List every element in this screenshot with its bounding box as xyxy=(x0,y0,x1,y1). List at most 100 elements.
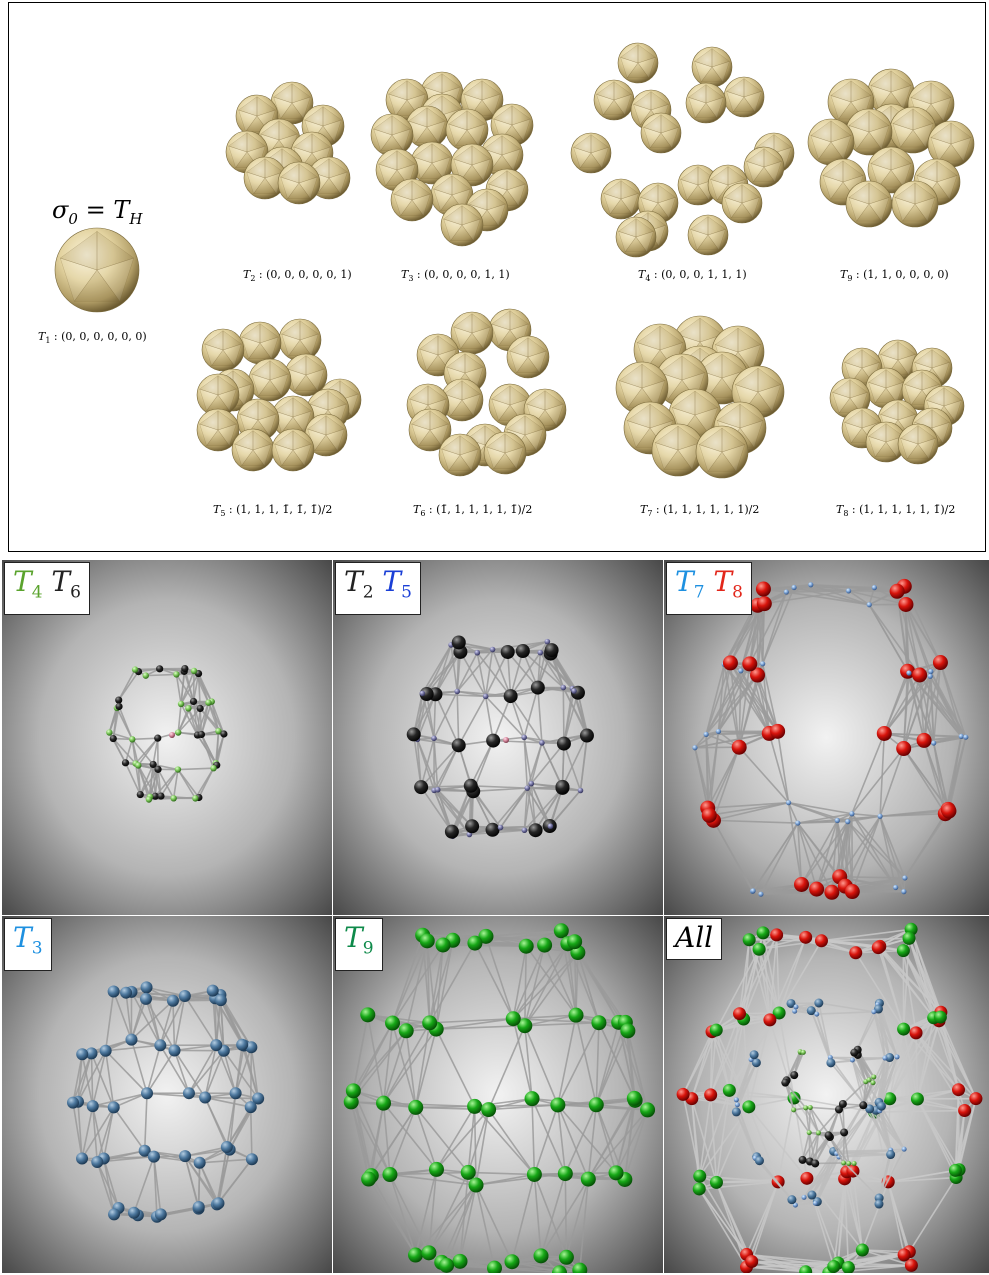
atom-node xyxy=(770,723,786,739)
structure-panel-1: T4 T6 xyxy=(2,560,332,915)
atom-node xyxy=(136,790,144,799)
atom-node xyxy=(182,1087,195,1100)
panel-label-6: All xyxy=(666,918,723,960)
atom-node xyxy=(398,1023,414,1039)
atom-node xyxy=(781,1078,790,1087)
atom-node xyxy=(149,760,157,769)
icosahedron-ball xyxy=(440,378,484,422)
atom-node xyxy=(76,1152,89,1165)
atom-node xyxy=(572,1262,588,1273)
icosahedron-ball xyxy=(897,423,939,465)
icosahedron-ball xyxy=(438,433,482,477)
atom-node xyxy=(439,1257,455,1273)
atom-node xyxy=(465,819,480,834)
atom-node xyxy=(434,786,441,793)
atom-node xyxy=(620,1023,636,1039)
atom-node xyxy=(142,672,149,679)
atom-node xyxy=(515,644,530,659)
sigma-heading: σ0 = TH xyxy=(52,196,143,228)
icosahedron-ball xyxy=(445,108,489,152)
atom-node xyxy=(179,1150,192,1163)
panel-render xyxy=(333,560,663,915)
atom-node xyxy=(107,985,120,998)
atom-node xyxy=(909,1026,923,1040)
caption-t7: T7 : (1, 1, 1, 1, 1, 1)/2 xyxy=(640,503,760,519)
atom-node xyxy=(803,1105,809,1111)
icosahedron-ball xyxy=(196,408,240,452)
atom-node xyxy=(497,824,504,831)
atom-node xyxy=(758,891,764,897)
atom-node xyxy=(755,581,771,597)
atom-node xyxy=(385,1015,401,1031)
atom-node xyxy=(902,875,908,881)
atom-node xyxy=(896,741,912,757)
atom-node xyxy=(408,1247,424,1263)
atom-node xyxy=(865,1104,875,1114)
atom-node xyxy=(849,946,863,960)
atom-node xyxy=(626,1090,642,1106)
atom-node xyxy=(932,655,948,671)
atom-node xyxy=(185,705,192,712)
icosahedron-ball xyxy=(685,82,727,124)
atom-node xyxy=(733,1007,747,1021)
atom-node xyxy=(901,1146,907,1152)
atom-node xyxy=(166,994,179,1007)
atom-node xyxy=(361,1171,377,1187)
atom-node xyxy=(871,941,885,955)
atom-node xyxy=(170,795,177,802)
panel-label-1: T4 T6 xyxy=(4,562,90,615)
atom-node xyxy=(897,1248,911,1262)
atom-node xyxy=(750,667,766,683)
atom-node xyxy=(772,1006,786,1020)
atom-node xyxy=(556,736,571,751)
atom-node xyxy=(481,1102,497,1118)
atom-node xyxy=(537,649,544,656)
atom-node xyxy=(792,1008,798,1014)
atom-node xyxy=(588,1097,604,1113)
atom-node xyxy=(135,762,142,769)
atom-node xyxy=(552,1265,568,1273)
atom-node xyxy=(799,1265,813,1273)
atom-node xyxy=(121,759,130,767)
atom-node xyxy=(196,704,204,713)
structure-panel-4: T3 xyxy=(2,916,332,1273)
atom-node xyxy=(760,661,766,667)
atom-node xyxy=(215,727,222,735)
atom-node xyxy=(444,824,459,839)
atom-node xyxy=(206,984,219,997)
cluster-t6 xyxy=(406,308,567,477)
atom-node xyxy=(503,689,518,704)
atom-node xyxy=(941,803,957,819)
atom-node xyxy=(901,889,907,895)
atom-node xyxy=(192,795,199,802)
atom-node xyxy=(795,820,801,826)
atom-node xyxy=(422,1015,438,1031)
icosahedron-ball xyxy=(677,164,719,206)
atom-node xyxy=(139,992,152,1005)
icosahedron-ball xyxy=(385,78,429,122)
atom-node xyxy=(850,1048,859,1057)
icosahedron-ball xyxy=(450,143,494,187)
atom-node xyxy=(877,813,883,819)
atom-node xyxy=(577,787,584,794)
cluster-t9 xyxy=(807,68,975,228)
atom-node xyxy=(147,1150,160,1163)
atom-node xyxy=(174,766,182,773)
atom-node xyxy=(530,680,545,695)
cluster-t5 xyxy=(196,318,362,472)
atom-node xyxy=(245,1153,258,1166)
atom-node xyxy=(189,697,198,706)
atom-node xyxy=(893,884,899,891)
icosahedron-ball xyxy=(600,178,642,220)
icosahedron-ball xyxy=(889,106,937,154)
panel-render xyxy=(2,560,332,915)
atom-node xyxy=(889,583,905,599)
icosahedron-ball xyxy=(668,388,722,442)
atom-node xyxy=(849,811,855,817)
atom-node xyxy=(734,1102,740,1108)
icosahedron-ball xyxy=(243,156,287,200)
atom-node xyxy=(731,1107,741,1117)
center-atom xyxy=(169,732,175,738)
atom-node xyxy=(431,735,437,742)
atom-node xyxy=(138,1144,151,1157)
